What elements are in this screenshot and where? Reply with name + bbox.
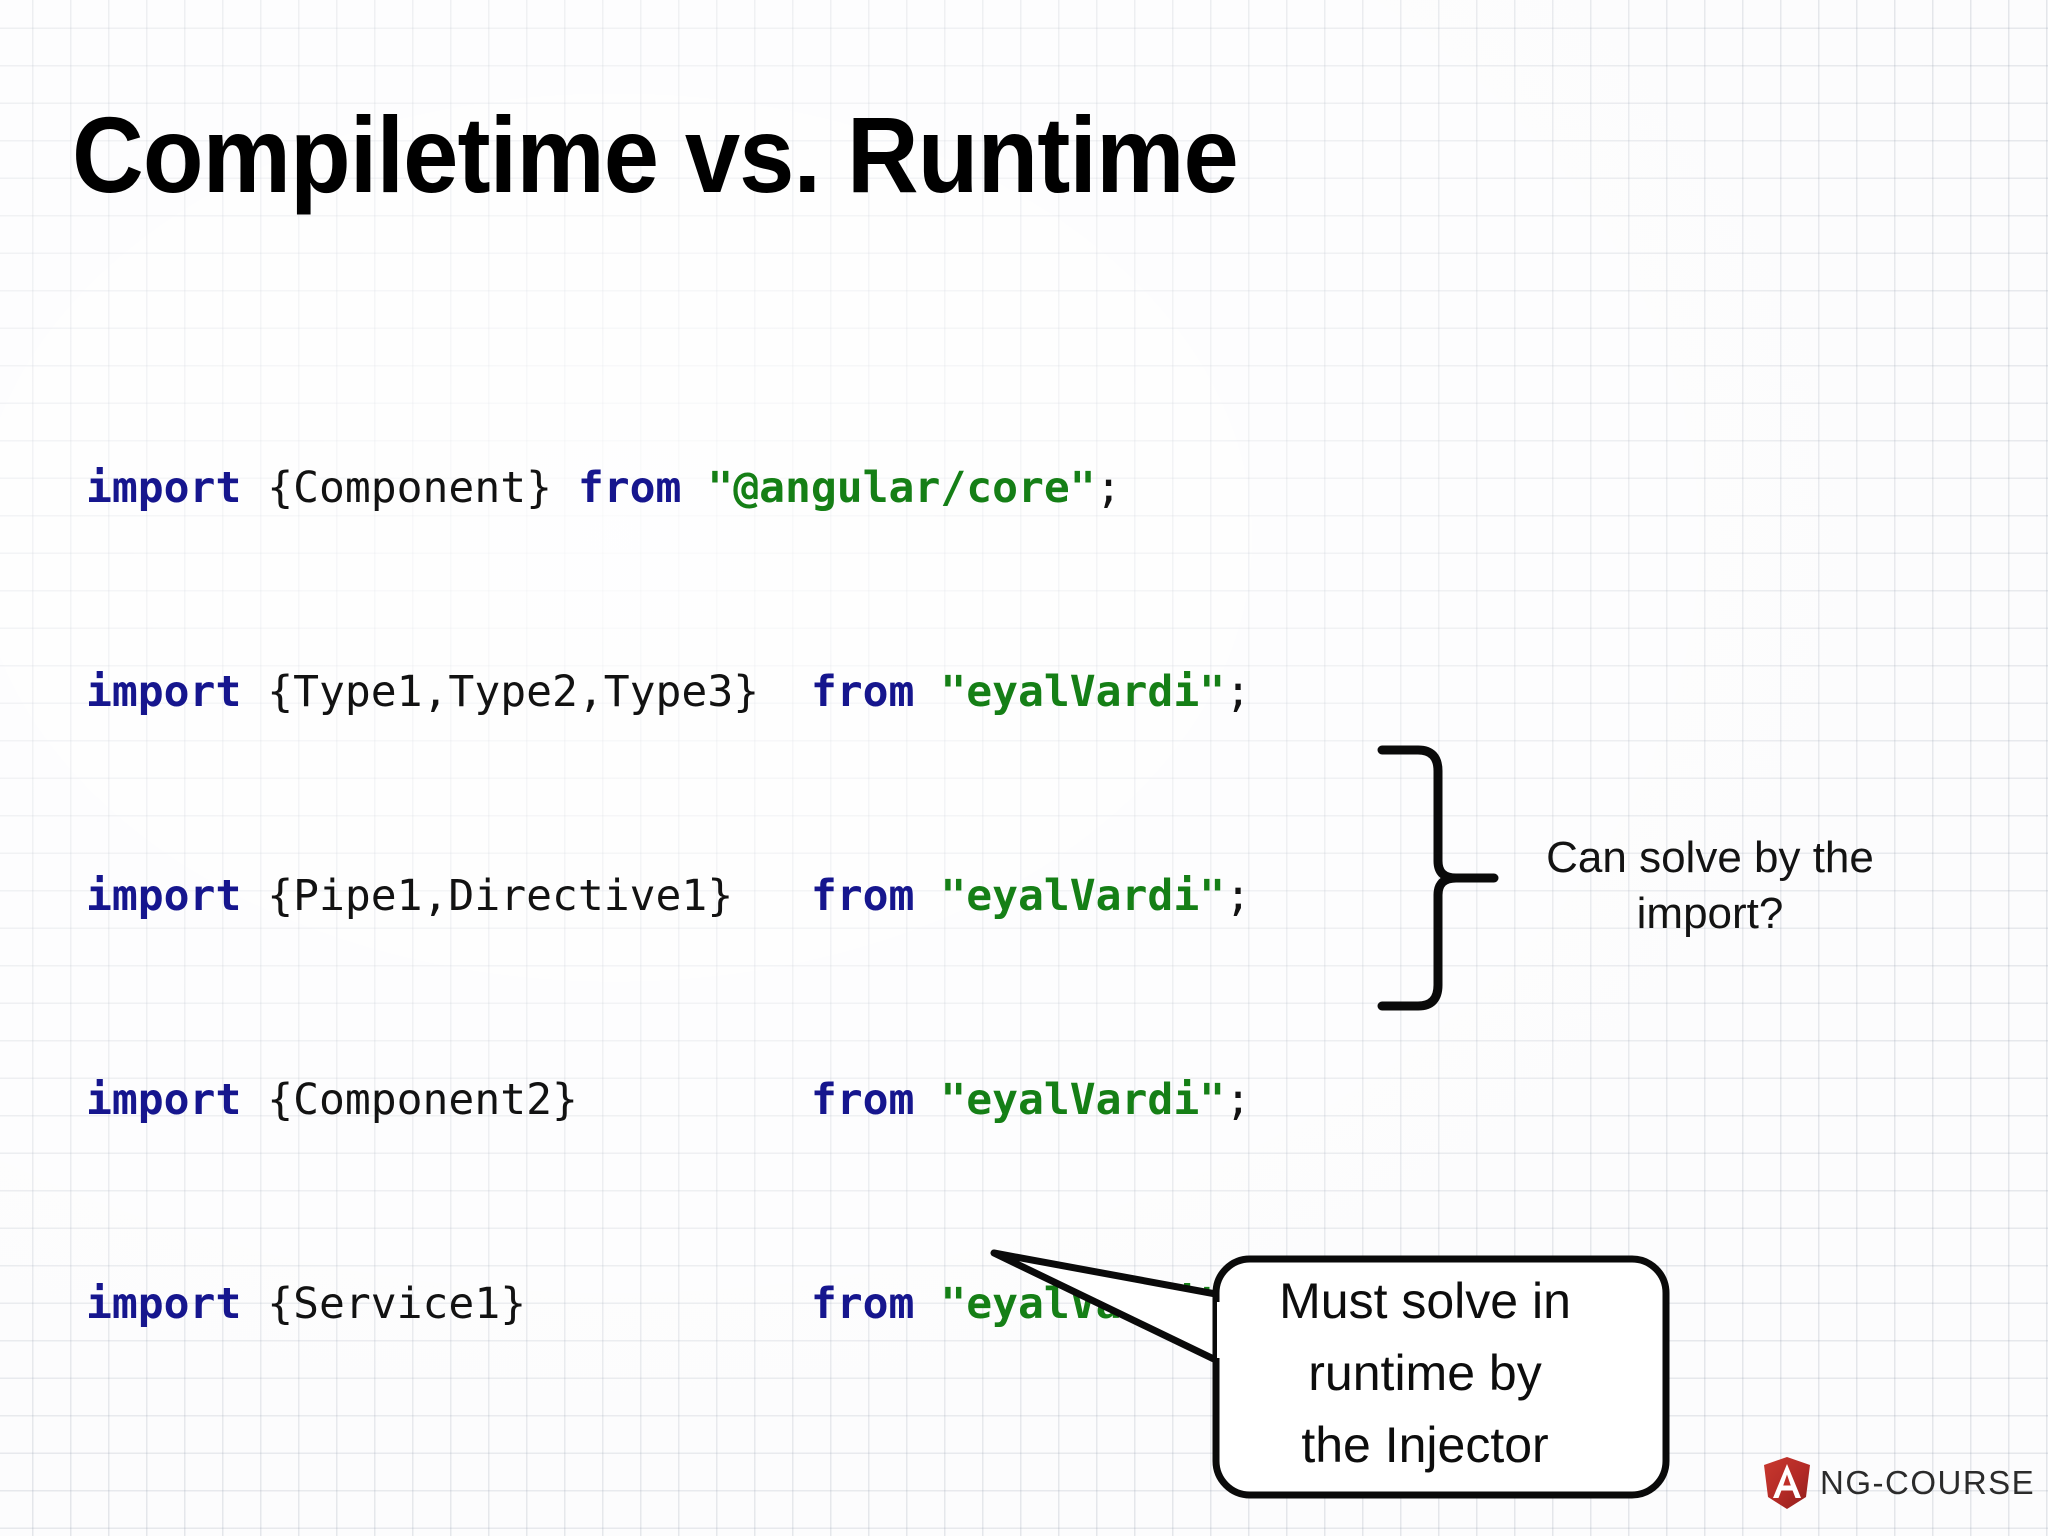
code-token: import [86,871,268,921]
callout-text: Must solve in runtime by the Injector [1225,1265,1625,1481]
logo-text: NG-COURSE [1820,1464,2036,1501]
code-token: ; [1225,1075,1251,1125]
brace-annotation: Can solve by the import? [1370,735,1930,1035]
code-token: from [810,1279,941,1329]
code-token: from [577,463,708,513]
code-line-import-component2: import {Component2} from "eyalVardi"; [86,1066,1251,1134]
callout-line-3: the Injector [1301,1417,1549,1473]
brace-annotation-line-2: import? [1636,889,1784,938]
code-token: import [86,463,268,513]
speech-bubble-icon [990,1249,1670,1499]
callout-line-2: runtime by [1308,1345,1542,1401]
code-token: ; [1225,667,1251,717]
angular-shield-icon [1764,1457,1810,1509]
code-token: "@angular/core" [707,463,1096,513]
code-token: "eyalVardi" [940,667,1226,717]
code-token: from [810,1075,941,1125]
code-line-import-core: import {Component} from "@angular/core"; [86,454,1251,522]
code-token: ; [1095,463,1122,513]
code-token: {Service1} [267,1279,811,1329]
curly-brace-icon [1377,745,1499,1011]
brace-annotation-line-1: Can solve by the [1546,833,1874,882]
callout-line-1: Must solve in [1279,1273,1571,1329]
code-line-import-types: import {Type1,Type2,Type3} from "eyalVar… [86,658,1251,726]
code-token: "eyalVardi" [940,871,1226,921]
code-block: import {Component} from "@angular/core";… [86,318,1251,1536]
code-token: {Pipe1,Directive1} [267,871,811,921]
code-token: from [810,871,941,921]
code-token: import [86,667,268,717]
ng-course-logo: NG-COURSE [1760,1455,2035,1511]
code-token: {Type1,Type2,Type3} [267,667,811,717]
code-token: import [86,1279,268,1329]
code-token: from [810,667,941,717]
code-token: {Component} [267,463,578,513]
callout-annotation: Must solve in runtime by the Injector [980,1240,1680,1510]
brace-annotation-label: Can solve by the import? [1510,830,1910,942]
page-title: Compiletime vs. Runtime [72,94,1239,216]
code-token: {Component2} [267,1075,811,1125]
code-token: import [86,1075,268,1125]
code-token: ; [1225,871,1251,921]
code-line-import-pipe-dir: import {Pipe1,Directive1} from "eyalVard… [86,862,1251,930]
code-token: "eyalVardi" [940,1075,1226,1125]
